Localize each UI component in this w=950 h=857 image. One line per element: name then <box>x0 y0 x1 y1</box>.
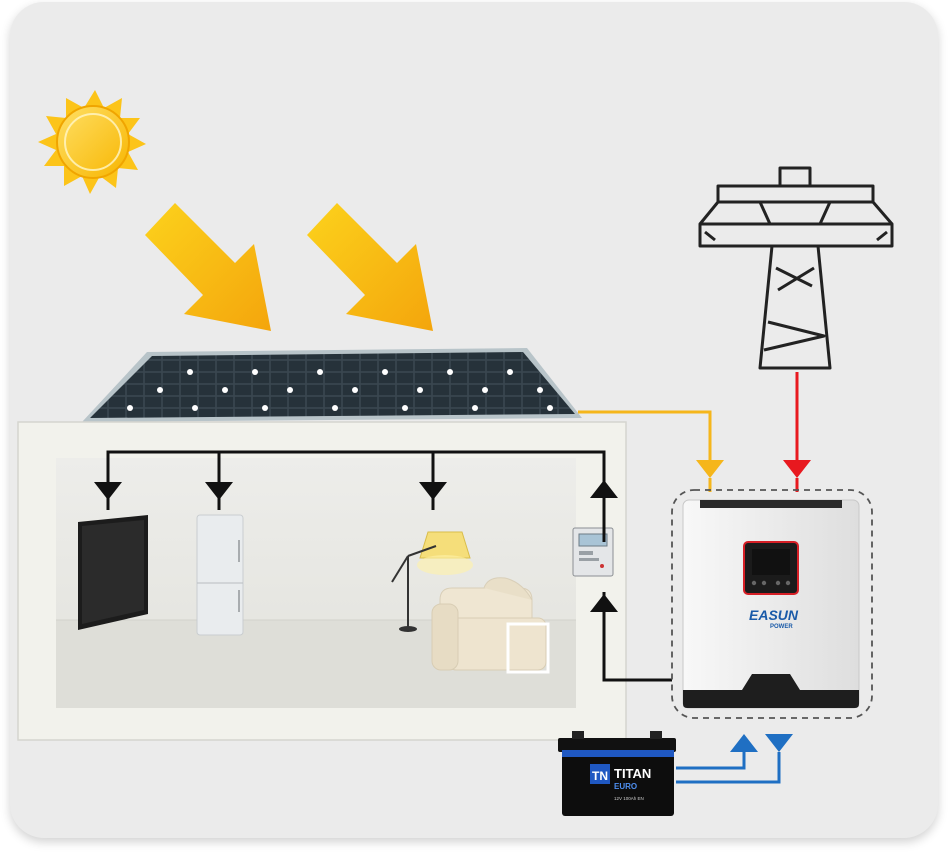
power-pylon-icon <box>698 166 894 370</box>
sofa-icon <box>431 577 550 674</box>
sun-icon <box>38 90 146 194</box>
inverter-icon <box>671 489 873 719</box>
lamp-icon <box>391 531 473 632</box>
battery-connection <box>676 752 781 784</box>
battery-line: EURO <box>614 782 637 791</box>
fridge-icon <box>196 514 244 636</box>
inverter-brand: EASUN <box>749 607 799 623</box>
solar-panel-icon <box>82 348 582 422</box>
battery-logo: TN <box>592 769 608 783</box>
load-arrows <box>94 480 618 612</box>
battery-brand: TITAN <box>614 766 651 781</box>
grid-connection <box>783 372 811 492</box>
meter-icon <box>572 527 614 577</box>
sunlight-arrow-right <box>307 203 433 331</box>
inverter-brand-sub: POWER <box>770 624 793 630</box>
tv-icon <box>78 515 148 630</box>
battery-icon <box>558 731 676 816</box>
battery-arrows <box>730 734 793 752</box>
sunlight-arrow-left <box>145 203 271 331</box>
battery-spec: 12V 100Ah EN <box>614 796 644 801</box>
